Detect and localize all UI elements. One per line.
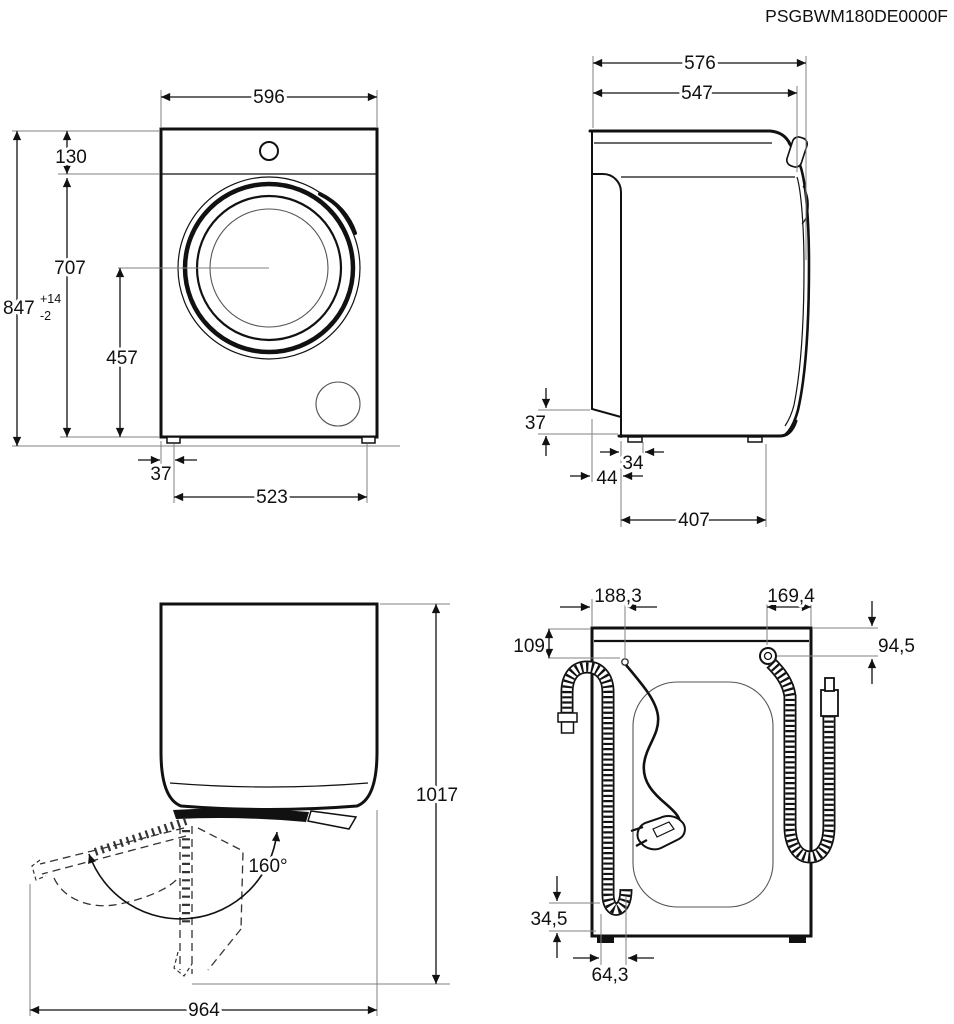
front-panel-to-base-label: 707 — [54, 258, 86, 279]
top-view-cabinet — [159, 602, 379, 811]
open-height-label: 1017 — [416, 785, 458, 806]
front-right-foot — [361, 436, 376, 444]
drain-hose — [557, 660, 633, 916]
side-front-foot — [627, 436, 643, 443]
drain-hose-end-fitting — [557, 712, 578, 723]
front-door-porthole — [118, 176, 361, 360]
back-hose-from-bottom-label: 34,5 — [531, 909, 568, 930]
back-view: 188,3 169,4 109 94,5 34,5 64,3 — [510, 583, 918, 989]
power-plug-icon — [630, 815, 686, 851]
power-cord — [621, 658, 686, 851]
side-depth-total-label: 576 — [684, 53, 716, 74]
open-door-edge — [173, 808, 309, 822]
front-total-height-tol-plus: +14 — [40, 292, 61, 306]
front-total-height-tol-minus: -2 — [40, 309, 51, 323]
front-view: 596 847 +14 -2 130 707 457 37 523 — [0, 84, 400, 511]
front-total-height-label: 847 — [3, 298, 35, 319]
model-code: PSGBWM180DE0000F — [765, 6, 948, 26]
side-top-edge — [588, 129, 792, 146]
side-foot-pitch-label: 407 — [678, 510, 710, 531]
back-inlet-from-top-label: 94,5 — [878, 636, 915, 657]
front-knob-icon — [259, 141, 279, 161]
door-open-view: 160° 1017 964 — [29, 602, 461, 1024]
back-inlet-from-right-label: 169,4 — [767, 586, 815, 607]
door-swing-dashed-outlines — [31, 817, 244, 977]
side-rear-edge — [591, 130, 622, 418]
side-foot-width-label: 34 — [622, 453, 644, 474]
back-panel-outline — [632, 681, 774, 908]
cord-attach-point — [621, 658, 629, 666]
open-width-label: 964 — [188, 1000, 220, 1021]
side-rear-foot — [747, 436, 763, 443]
back-cord-from-left-label: 188,3 — [594, 586, 642, 607]
back-cabinet-outline — [590, 626, 813, 938]
inlet-attach-point — [759, 647, 777, 665]
front-drain-filter-icon — [315, 381, 361, 427]
front-panel-height-label: 130 — [55, 147, 87, 168]
side-rear-inset-depth-label: 44 — [596, 468, 618, 489]
door-swing-arc — [88, 831, 281, 920]
front-foot-pitch-label: 523 — [256, 487, 288, 508]
front-left-foot — [166, 436, 181, 444]
front-cabinet-outline — [159, 127, 379, 439]
back-left-foot — [597, 936, 614, 943]
back-right-foot — [789, 936, 806, 943]
inlet-hose — [759, 647, 839, 864]
door-angle-label: 160° — [248, 856, 287, 877]
back-hose-from-left-label: 64,3 — [592, 965, 629, 986]
side-view: 576 547 37 34 44 407 — [522, 50, 811, 534]
side-depth-body-label: 547 — [681, 83, 713, 104]
side-rear-inset-height-label: 37 — [525, 413, 546, 434]
side-bottom-edge — [617, 419, 798, 438]
front-door-center-label: 457 — [106, 348, 138, 369]
front-foot-inset-label: 37 — [150, 464, 171, 485]
back-cord-from-top-label: 109 — [513, 636, 545, 657]
inlet-hose-connector — [820, 689, 839, 717]
door-hinge-bracket — [307, 810, 358, 830]
front-width-label: 596 — [253, 87, 285, 108]
